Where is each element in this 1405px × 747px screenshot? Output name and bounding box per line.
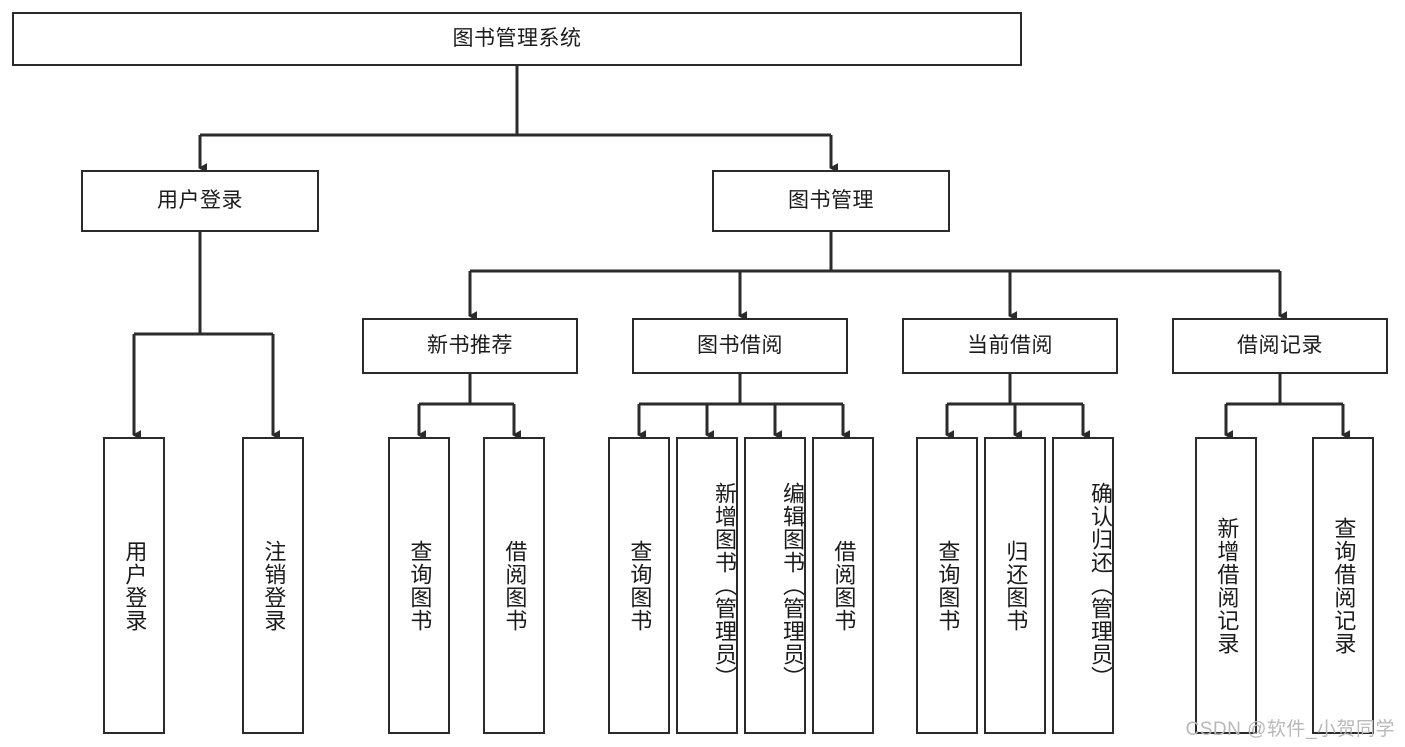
node-label: 当前借阅 — [967, 334, 1053, 358]
connector-bus-borrow-record — [1226, 374, 1343, 406]
node-label: 确认归还（管理员） — [1088, 482, 1113, 689]
node-label: 新增借阅记录 — [1214, 516, 1240, 655]
node-label: 归还图书 — [1003, 539, 1029, 632]
node-leaf-logout-login[interactable]: 注销登录 — [242, 437, 304, 734]
node-borrow-record[interactable]: 借阅记录 — [1172, 318, 1388, 374]
node-book-manage[interactable]: 图书管理 — [712, 170, 950, 232]
node-label: 查询图书 — [935, 539, 961, 632]
node-new-book-recommend[interactable]: 新书推荐 — [362, 318, 578, 374]
node-leaf-return-book[interactable]: 归还图书 — [984, 437, 1046, 734]
node-label: 借阅图书 — [831, 539, 857, 632]
connector-bus-book-manage — [470, 232, 1280, 273]
node-label: 新书推荐 — [427, 334, 513, 358]
node-label: 查询借阅记录 — [1331, 516, 1357, 655]
node-leaf-query-book-2[interactable]: 查询图书 — [608, 437, 670, 734]
connector-bus-new-book-recommend — [419, 374, 514, 406]
node-leaf-query-borrow-record[interactable]: 查询借阅记录 — [1312, 437, 1374, 734]
node-leaf-borrow-book-1[interactable]: 借阅图书 — [483, 437, 545, 734]
node-root[interactable]: 图书管理系统 — [12, 12, 1022, 66]
node-label: 编辑图书（管理员） — [780, 482, 805, 689]
node-label: 图书借阅 — [697, 334, 783, 358]
node-label: 用户登录 — [157, 189, 243, 213]
connector-bus-user-login — [134, 232, 273, 336]
node-book-borrow[interactable]: 图书借阅 — [632, 318, 848, 374]
node-label: 图书管理系统 — [452, 27, 582, 51]
node-label: 借阅记录 — [1237, 334, 1323, 358]
node-label: 图书管理 — [788, 189, 874, 213]
node-label: 查询图书 — [627, 539, 653, 632]
node-label: 查询图书 — [407, 539, 433, 632]
connector-bus-current-borrow — [947, 374, 1083, 406]
watermark-text: CSDN @软件_小贺同学 — [1185, 719, 1395, 740]
node-label: 用户登录 — [122, 539, 148, 632]
node-leaf-query-book-3[interactable]: 查询图书 — [916, 437, 978, 734]
node-leaf-query-book-1[interactable]: 查询图书 — [388, 437, 450, 734]
node-leaf-edit-book-admin[interactable]: 编辑图书（管理员） — [744, 437, 806, 734]
node-leaf-borrow-book-2[interactable]: 借阅图书 — [812, 437, 874, 734]
connector-bus-book-borrow — [639, 374, 843, 406]
node-user-login[interactable]: 用户登录 — [81, 170, 319, 232]
node-label: 注销登录 — [261, 539, 287, 632]
node-current-borrow[interactable]: 当前借阅 — [902, 318, 1118, 374]
node-leaf-add-borrow-record[interactable]: 新增借阅记录 — [1195, 437, 1257, 734]
node-leaf-confirm-return-admin[interactable]: 确认归还（管理员） — [1052, 437, 1114, 734]
connector-bus-root — [200, 66, 831, 137]
node-label: 新增图书（管理员） — [712, 482, 737, 689]
node-leaf-user-login[interactable]: 用户登录 — [103, 437, 165, 734]
node-leaf-add-book-admin[interactable]: 新增图书（管理员） — [676, 437, 738, 734]
node-label: 借阅图书 — [502, 539, 528, 632]
